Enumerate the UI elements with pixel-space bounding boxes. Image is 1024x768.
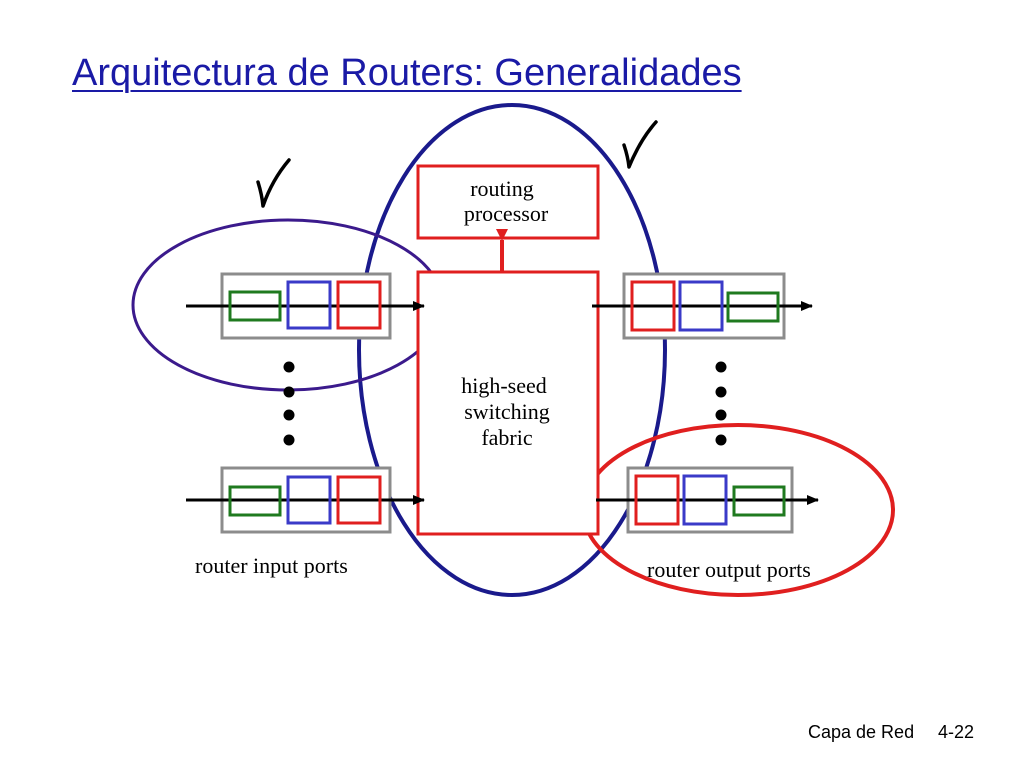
footer-chapter: Capa de Red: [808, 722, 915, 742]
switching-fabric-box: [416, 270, 600, 536]
switching-ellipse: [357, 103, 667, 597]
queue-slot-red: [634, 474, 680, 526]
slide-title: Arquitectura de Routers: Generalidades: [72, 52, 742, 94]
routing-processor-label-line1: routing: [470, 176, 534, 201]
queue-slot-green: [228, 485, 282, 517]
queue-slot-blue: [286, 280, 332, 330]
output-port-bottom: [596, 466, 819, 534]
output-port-top: [592, 272, 813, 340]
queue-slot-green: [726, 291, 780, 323]
output-ports-ellipsis: [715, 361, 727, 446]
checkmark-icon: [256, 158, 291, 208]
switching-fabric-label-line1: high-seed: [461, 373, 547, 398]
input-port-top: [186, 272, 425, 340]
queue-slot-green: [732, 485, 786, 517]
queue-slot-green: [228, 290, 282, 322]
queue-slot-red: [336, 280, 382, 330]
routing-processor-box: [416, 164, 600, 240]
footer-page-number: 4-22: [938, 722, 975, 742]
output-ports-label: router output ports: [647, 557, 811, 582]
queue-slot-red: [336, 475, 382, 525]
checkmark-icon: [622, 120, 658, 169]
switching-fabric-label-line2: switching: [464, 399, 550, 424]
queue-slot-blue: [678, 280, 724, 332]
switching-fabric-label-line3: fabric: [481, 425, 533, 450]
queue-slot-blue: [286, 475, 332, 525]
input-ports-ellipsis: [283, 361, 295, 446]
queue-slot-blue: [682, 474, 728, 526]
input-ports-label: router input ports: [195, 553, 348, 578]
queue-slot-red: [630, 280, 676, 332]
input-port-bottom: [186, 466, 425, 534]
routing-processor-label-line2: processor: [464, 201, 549, 226]
